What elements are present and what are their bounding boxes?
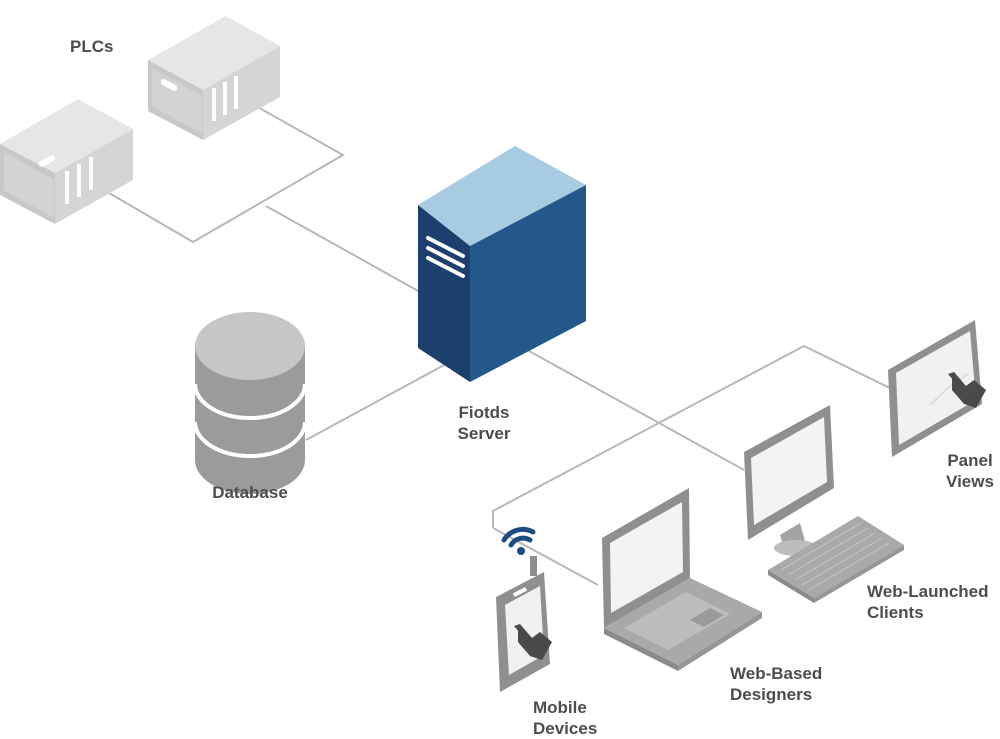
database-icon (193, 312, 307, 494)
web-based-designers-label: Web-Based Designers (730, 663, 822, 705)
plcs-label: PLCs (70, 36, 113, 57)
server-label-line1: Fiotds (458, 403, 510, 422)
database-label: Database (200, 482, 300, 503)
clients-bus-connector (492, 344, 899, 528)
panel-views-label-line1: Panel (947, 451, 993, 470)
web-launched-clients-label: Web-Launched Clients (867, 581, 989, 623)
web-launched-label-line1: Web-Launched (867, 582, 989, 601)
laptop-icon (602, 488, 762, 671)
plc-connector (91, 95, 346, 244)
server-label-line2: Server (457, 424, 511, 443)
monitor-icon (744, 405, 834, 556)
keyboard-icon (768, 516, 904, 603)
web-launched-label-line2: Clients (867, 603, 924, 622)
wifi-icon (501, 526, 536, 555)
mobile-devices-label-line1: Mobile (533, 698, 587, 717)
database-server-connector (305, 363, 447, 441)
mobile-devices-label-line2: Devices (533, 719, 598, 738)
panel-view-icon (888, 320, 982, 457)
connector-lines (91, 95, 899, 586)
server-clients-connector (519, 345, 745, 471)
hand-pointer-icon (514, 624, 552, 660)
server-label: Fiotds Server (444, 402, 524, 444)
plc-server-connector (265, 205, 421, 293)
plcs-label-text: PLCs (70, 37, 114, 56)
web-based-label-line1: Web-Based (730, 664, 823, 683)
web-based-label-line2: Designers (730, 685, 813, 704)
panel-views-label-line2: Views (946, 472, 994, 491)
mobile-connector (492, 527, 599, 586)
panel-views-label: Panel Views (940, 450, 1000, 492)
mobile-devices-label: Mobile Devices (533, 697, 597, 739)
server-icon (418, 146, 586, 382)
mobile-phone-icon (496, 556, 550, 692)
plc-icon (148, 16, 280, 140)
database-label-text: Database (212, 483, 288, 502)
plc-icon (0, 99, 133, 224)
hand-pointer-icon (948, 372, 986, 408)
